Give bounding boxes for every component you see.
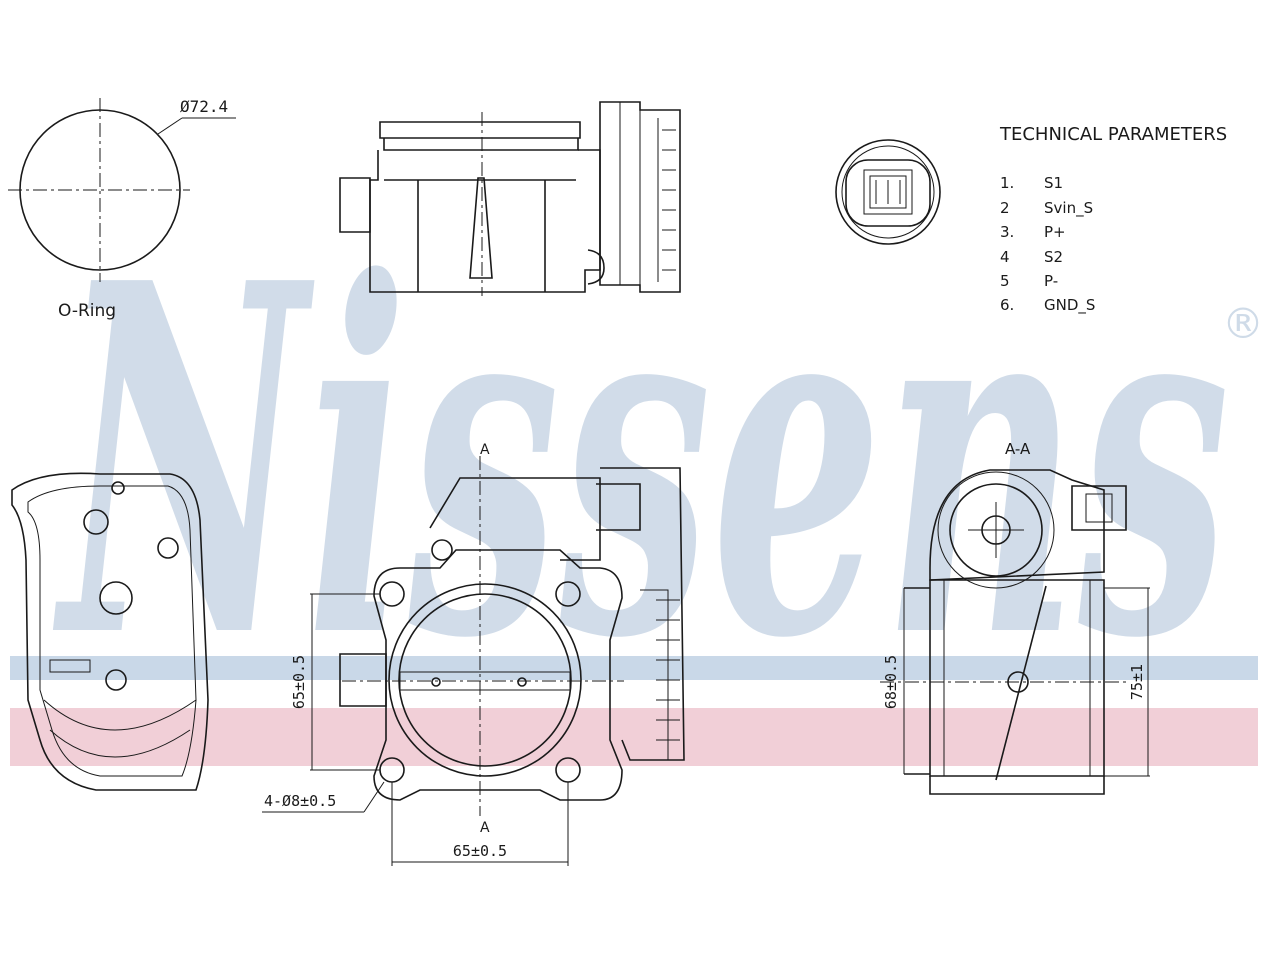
hole-callout: 4-Ø8±0.5 xyxy=(264,792,336,810)
nissens-logo: Nissens xyxy=(52,180,1230,744)
tech-params: TECHNICAL PARAMETERS 1. S1 2 Svin_S 3. P… xyxy=(999,124,1227,315)
pin-number: 6. xyxy=(1000,296,1014,314)
section-title: A-A xyxy=(1005,440,1031,458)
watermark-red-band xyxy=(10,708,1258,766)
watermark-blue-band xyxy=(10,656,1258,680)
pin-name: P- xyxy=(1044,272,1058,290)
pin-number: 2 xyxy=(1000,199,1010,217)
bore-outer xyxy=(388,583,582,777)
oring-view: Ø72.4 O-Ring xyxy=(8,97,236,321)
pin-name: P+ xyxy=(1044,223,1066,241)
pin-name: Svin_S xyxy=(1044,199,1093,218)
tech-params-title: TECHNICAL PARAMETERS xyxy=(999,124,1227,145)
dim-horizontal-65: 65±0.5 xyxy=(453,842,507,860)
bore-inner xyxy=(398,593,572,767)
brand-watermark: Nissens ® xyxy=(10,180,1264,766)
section-aa-view: A-A 68±0.5 75±1 xyxy=(880,440,1150,795)
mount-hole xyxy=(555,581,581,607)
registered-mark-icon: ® xyxy=(1222,299,1264,348)
pin-number: 4 xyxy=(1000,248,1010,266)
section-marker-bottom: A xyxy=(480,820,490,836)
pin-number: 1. xyxy=(1000,174,1014,192)
section-marker-top: A xyxy=(480,442,490,458)
pin-name: S1 xyxy=(1044,174,1063,192)
dim-outer-75: 75±1 xyxy=(1128,664,1146,700)
pin-name: S2 xyxy=(1044,248,1063,266)
oring-leader xyxy=(157,117,183,135)
connector-pinout xyxy=(835,139,941,245)
dim-inner-68: 68±0.5 xyxy=(882,655,900,709)
back-view xyxy=(11,472,209,791)
front-view: A A 65±0.5 65±0.5 4-Ø8±0.5 xyxy=(262,442,685,866)
pin-number: 5 xyxy=(1000,272,1010,290)
pin-number: 3. xyxy=(1000,223,1014,241)
top-side-view xyxy=(339,101,681,296)
pin-name: GND_S xyxy=(1044,296,1095,315)
oring-caption: O-Ring xyxy=(58,301,116,321)
dim-vertical-65: 65±0.5 xyxy=(290,655,308,709)
oring-diameter-label: Ø72.4 xyxy=(180,97,228,116)
